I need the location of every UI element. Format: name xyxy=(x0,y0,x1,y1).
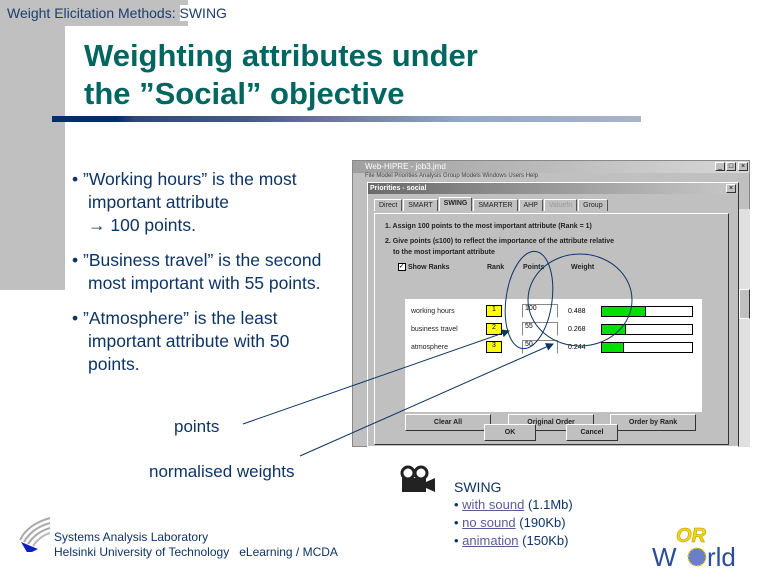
bullet-text: ”Working hours” is the most xyxy=(83,169,297,189)
close-button[interactable]: × xyxy=(738,162,748,171)
weights-ellipse xyxy=(527,253,633,347)
weight-bar xyxy=(601,305,693,317)
breadcrumb-prefix: Weight Elicitation Methods: xyxy=(7,5,176,21)
tab-valuefn[interactable]: Valuefn xyxy=(543,199,578,211)
attribute-name: working hours xyxy=(411,307,455,315)
no-sound-link[interactable]: no sound xyxy=(462,515,516,530)
order-by-rank-button[interactable]: Order by Rank xyxy=(610,414,696,431)
weights-label: normalised weights xyxy=(149,462,295,481)
instruction-2: 2. Give points (≤100) to reflect the imp… xyxy=(385,238,615,245)
title-divider xyxy=(52,116,641,122)
rank-box: 3 xyxy=(486,341,502,353)
rank-box: 1 xyxy=(486,305,502,317)
weight-value: 0.488 xyxy=(568,307,586,315)
header-decoration xyxy=(0,0,188,26)
points-arrow xyxy=(242,329,510,425)
with-sound-link[interactable]: with sound xyxy=(462,497,525,512)
checkbox-checked-icon: ✓ xyxy=(398,263,406,271)
hut-logo xyxy=(18,516,54,557)
ok-button[interactable]: OK xyxy=(484,424,536,441)
menu-bar[interactable]: File Model Priorities Analysis Group Mod… xyxy=(365,173,539,179)
attribute-name: business travel xyxy=(411,325,458,333)
tab-swing[interactable]: SWING xyxy=(438,197,473,211)
attribute-row: working hours 1 100 0.488 xyxy=(411,302,702,320)
tab-smart[interactable]: SMART xyxy=(403,199,438,211)
show-ranks-label: Show Ranks xyxy=(407,263,450,271)
weight-bar-fill xyxy=(602,306,646,316)
title-line-1: Weighting attributes under xyxy=(84,38,478,73)
attribute-name: atmosphere xyxy=(411,343,448,351)
footer-lab: Systems Analysis Laboratory xyxy=(54,530,209,544)
window-titlebar: Web-HIPRE - job3.jmd xyxy=(353,161,749,173)
dialog-close-button[interactable]: × xyxy=(726,184,736,193)
instruction-3: to the most important attribute xyxy=(393,249,495,256)
breadcrumb: Weight Elicitation Methods: SWING xyxy=(7,5,227,21)
weight-bar xyxy=(601,341,693,353)
points-header: Points xyxy=(523,264,545,271)
cancel-button[interactable]: Cancel xyxy=(566,424,618,441)
svg-text:rld: rld xyxy=(707,542,736,568)
tab-direct[interactable]: Direct xyxy=(374,199,403,211)
weight-bar-fill xyxy=(602,342,624,352)
points-input[interactable]: 50 xyxy=(522,340,558,354)
video-camera-icon[interactable] xyxy=(399,465,439,500)
priorities-dialog: Priorities - social × Direct SMART SWING… xyxy=(367,182,739,447)
file-size: (190Kb) xyxy=(519,515,566,530)
attribute-list: working hours 1 100 0.488 business travel 2 5… xyxy=(405,299,702,412)
bullet-text: ”Atmosphere” is the least xyxy=(83,308,278,328)
breadcrumb-current: SWING xyxy=(179,5,227,21)
weight-header: Weight xyxy=(571,264,595,271)
weight-value: 0.244 xyxy=(568,343,586,351)
weight-bar xyxy=(601,323,693,335)
dialog-titlebar: Priorities - social xyxy=(368,183,738,194)
svg-text:W: W xyxy=(652,542,677,568)
media-heading: SWING xyxy=(454,479,502,495)
maximize-button[interactable]: □ xyxy=(726,162,736,171)
points-ellipse xyxy=(504,250,554,350)
weight-value: 0.268 xyxy=(568,325,586,333)
rank-box: 2 xyxy=(486,323,502,335)
weights-arrow xyxy=(299,343,554,457)
tab-ahp[interactable]: AHP xyxy=(518,199,543,211)
method-tabs: Direct SMART SWING SMARTER AHP Valuefn G… xyxy=(374,197,609,211)
show-ranks-checkbox[interactable]: ✓ Show Ranks xyxy=(398,263,450,271)
bullet-text: important attribute xyxy=(88,192,230,212)
attribute-row: atmosphere 3 50 0.244 xyxy=(411,338,702,356)
minimize-button[interactable]: _ xyxy=(715,162,725,171)
points-input[interactable]: 55 xyxy=(522,322,558,336)
weight-bar-fill xyxy=(602,324,627,334)
media-links: SWING • with sound (1.1Mb) • no sound (1… xyxy=(454,479,573,548)
clear-all-button[interactable]: Clear All xyxy=(405,414,491,431)
footer-course: eLearning / MCDA xyxy=(239,545,338,559)
tab-smarter[interactable]: SMARTER xyxy=(473,199,518,211)
attribute-row: business travel 2 55 0.268 xyxy=(411,320,702,338)
animation-link[interactable]: animation xyxy=(462,533,519,548)
instruction-1: 1. Assign 100 points to the most importa… xyxy=(385,223,592,230)
points-input[interactable]: 100 xyxy=(522,304,558,318)
title-line-2: the ”Social” objective xyxy=(84,76,405,111)
file-size: (1.1Mb) xyxy=(527,497,573,512)
bullet-text: → 100 points. xyxy=(88,215,196,235)
tab-group[interactable]: Group xyxy=(578,199,608,211)
swing-panel: 1. Assign 100 points to the most importa… xyxy=(374,213,729,445)
points-label: points xyxy=(174,417,220,436)
rank-header: Rank xyxy=(487,264,505,271)
side-decoration xyxy=(0,0,65,290)
svg-text:OR: OR xyxy=(676,525,707,547)
bullet-text: important attribute with 50 xyxy=(88,331,290,351)
file-size: (150Kb) xyxy=(522,533,569,548)
bullet-text: most important with 55 points. xyxy=(88,273,321,293)
bullet-text: ”Business travel” is the second xyxy=(83,250,322,270)
bullet-text: points. xyxy=(88,354,140,374)
web-hipre-window: Web-HIPRE - job3.jmd _ □ × File Model Pr… xyxy=(352,160,750,447)
footer-university: Helsinki University of Technology xyxy=(54,545,230,559)
footer: Systems Analysis Laboratory Helsinki Uni… xyxy=(54,530,338,560)
